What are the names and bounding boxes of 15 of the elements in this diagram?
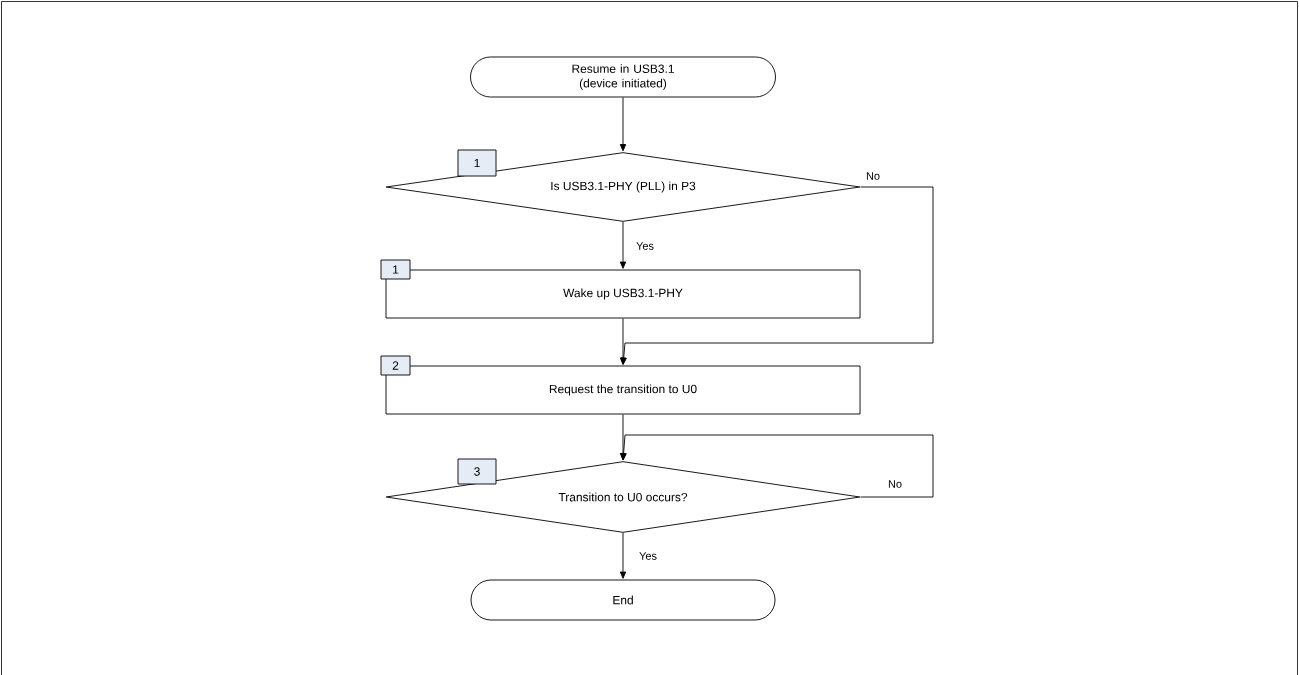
edge-label: Yes	[635, 241, 655, 251]
arrow	[619, 532, 627, 579]
arrow	[620, 434, 934, 498]
terminal-box: Resume in USB3.1 (device initiated)	[470, 56, 776, 98]
step-number-tag: 1	[380, 259, 411, 280]
edge-label: No	[865, 171, 881, 181]
step-number-tag: 1	[457, 149, 497, 177]
terminal-box: End	[470, 579, 776, 621]
step-number-tag: 3	[457, 458, 497, 485]
arrow	[619, 97, 627, 152]
edge-label: Yes	[638, 551, 658, 561]
edge-label: No	[887, 479, 903, 489]
step-number-tag: 2	[380, 355, 411, 376]
arrow	[619, 318, 627, 365]
arrow	[619, 221, 627, 269]
